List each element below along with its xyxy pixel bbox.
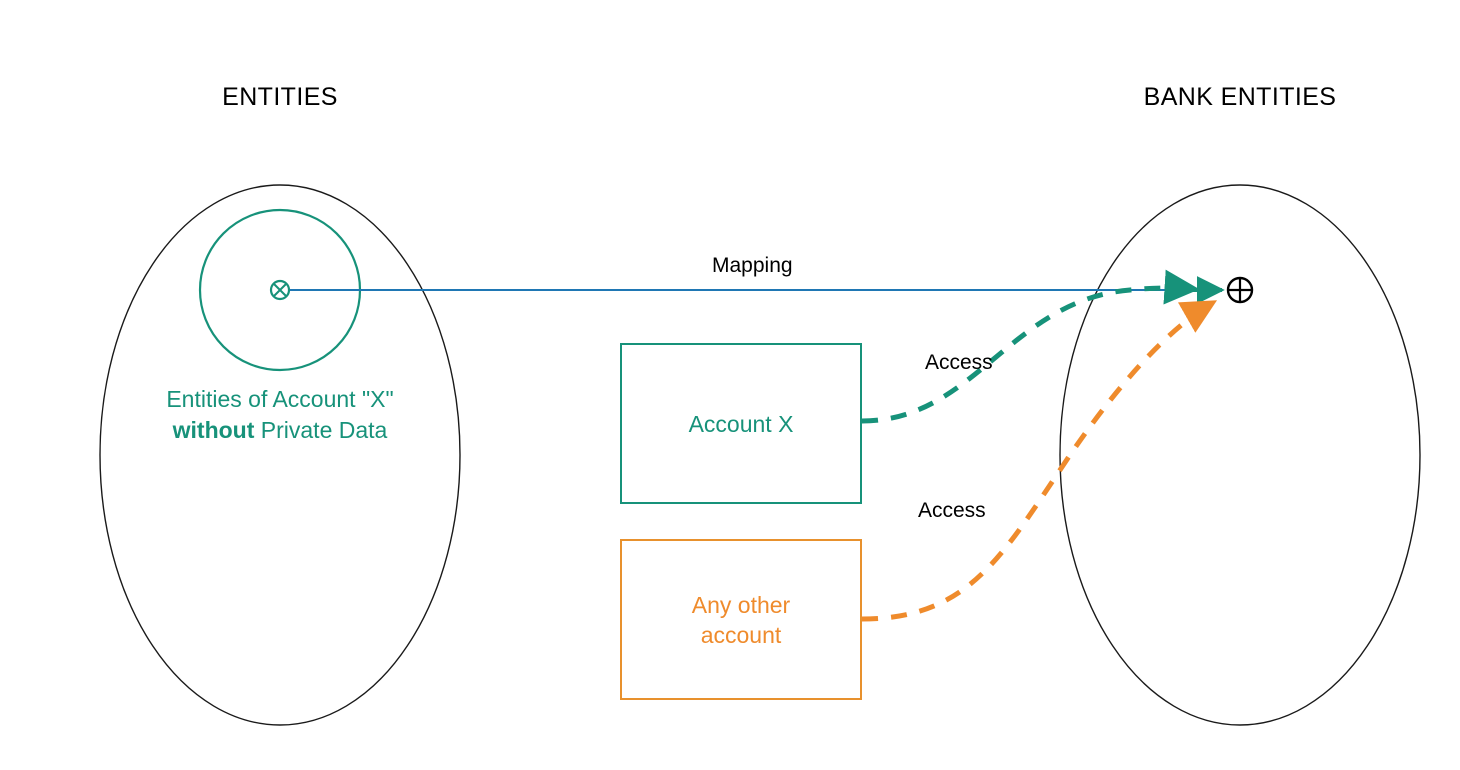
entities-caption-tail: Private Data <box>254 417 388 443</box>
access-any-other-edge <box>861 299 1218 622</box>
access-account-x-edge-label: Access <box>925 351 993 374</box>
entities-universe-ellipse <box>99 184 461 726</box>
bank-entities-title: BANK ENTITIES <box>1143 83 1337 111</box>
circle-plus-icon <box>1226 276 1254 304</box>
node-box-any-other-account-label-line-1: Any other <box>691 591 791 618</box>
node-box-account-x-label: Account X <box>688 410 794 437</box>
node-box-any-other-account-label: Any other account <box>692 590 790 650</box>
node-box-any-other-account[interactable]: Any other account <box>620 539 862 700</box>
access-account-x-edge <box>861 269 1200 424</box>
node-box-account-x[interactable]: Account X <box>620 343 862 504</box>
entities-title: ENTITIES <box>222 83 338 111</box>
entities-universe-caption: Entities of Account "X" without Private … <box>100 384 460 446</box>
entities-caption-line-1: Entities of Account "X" <box>166 386 394 412</box>
mapping-edge-label: Mapping <box>712 254 793 277</box>
node-box-any-other-account-label-line-2: account <box>700 621 782 648</box>
access-any-other-edge-label: Access <box>918 499 986 522</box>
circle-times-icon <box>269 279 291 301</box>
bank-entities-universe-ellipse <box>1059 184 1421 726</box>
entities-caption-line-2: without Private Data <box>100 415 460 446</box>
entities-caption-emphasis: without <box>172 417 255 443</box>
